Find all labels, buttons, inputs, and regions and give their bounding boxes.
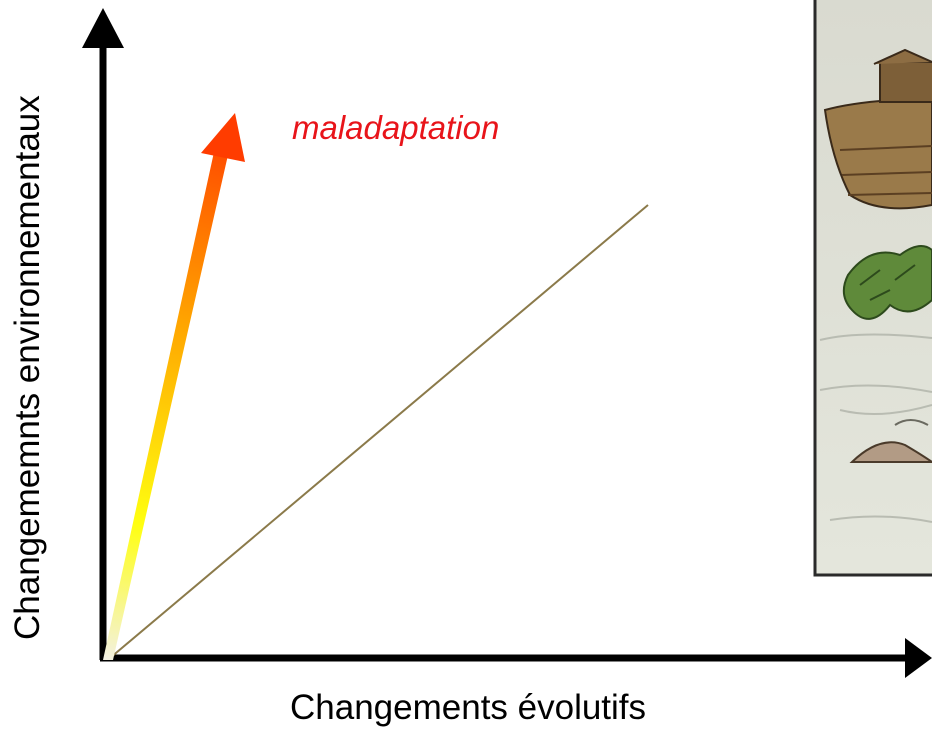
tree-icon — [842, 245, 932, 320]
y-axis — [82, 8, 124, 660]
y-axis-arrowhead-icon — [82, 8, 124, 48]
x-axis-label: Changements évolutifs — [290, 688, 647, 727]
rock-icon — [849, 419, 932, 463]
diagonal-line — [109, 204, 649, 659]
x-axis — [100, 638, 932, 678]
x-axis-arrowhead-icon — [905, 638, 932, 678]
maladaptation-arrow — [103, 113, 245, 660]
noahs-ark-illustration-icon — [813, 0, 932, 577]
maladaptation-arrowhead-icon — [201, 113, 245, 162]
ark-icon — [823, 48, 932, 210]
y-axis-label: Changememnts environnementaux — [8, 95, 47, 640]
maladaptation-label: maladaptation — [292, 109, 500, 146]
